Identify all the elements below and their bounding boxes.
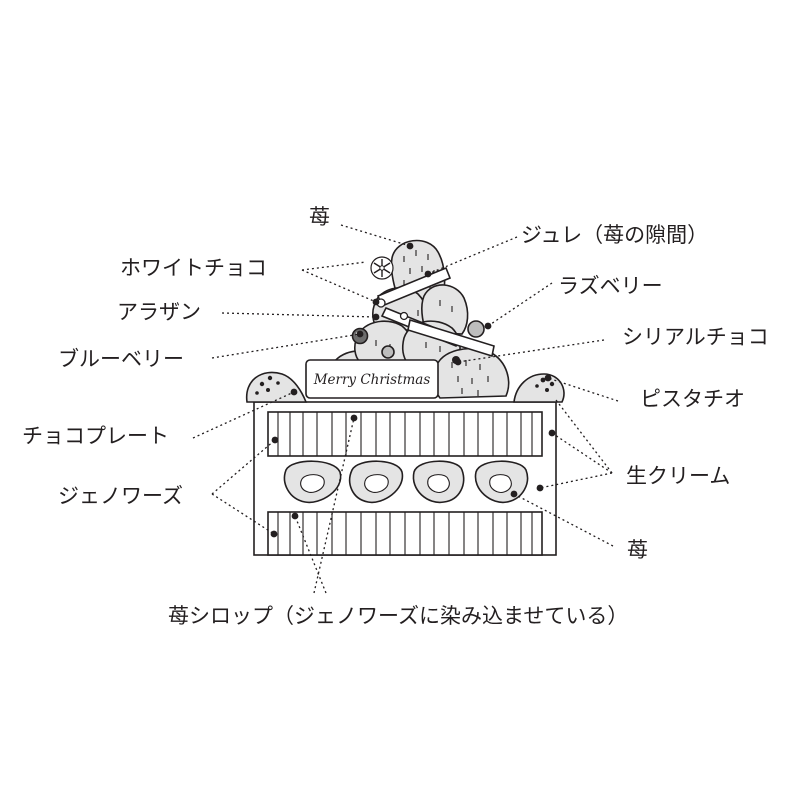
label-syrup: 苺シロップ（ジェノワーズに染み込ませている） (168, 604, 629, 628)
strawberry-slices (283, 460, 529, 504)
label-chocolate-plate: チョコプレート (22, 424, 169, 448)
label-argent: アラザン (117, 300, 201, 324)
label-blueberry: ブルーベリー (58, 347, 184, 371)
snowflake-white-chocolate (370, 256, 394, 280)
raspberry (467, 320, 485, 338)
chocolate-plate (305, 359, 439, 399)
cake-toppings: Merry Christmas (245, 239, 565, 403)
label-jelly: ジュレ（苺の隙間） (521, 223, 709, 247)
label-raspberry: ラズベリー (558, 274, 663, 298)
label-strawberry-inner: 苺 (627, 538, 648, 562)
cream-mound-left (245, 371, 308, 403)
label-white-chocolate: ホワイトチョコ (120, 256, 267, 280)
leader-dots (270, 242, 556, 538)
label-strawberry-top: 苺 (309, 205, 330, 229)
plate-text: Merry Christmas (313, 372, 431, 388)
cream-mound-right (513, 373, 565, 403)
label-genoise: ジェノワーズ (58, 484, 183, 508)
label-pistachio: ピスタチオ (640, 387, 745, 411)
leader-lines (192, 224, 619, 594)
label-cereal-chocolate: シリアルチョコ (622, 325, 769, 349)
cake-body (253, 401, 557, 556)
label-fresh-cream: 生クリーム (626, 464, 731, 488)
